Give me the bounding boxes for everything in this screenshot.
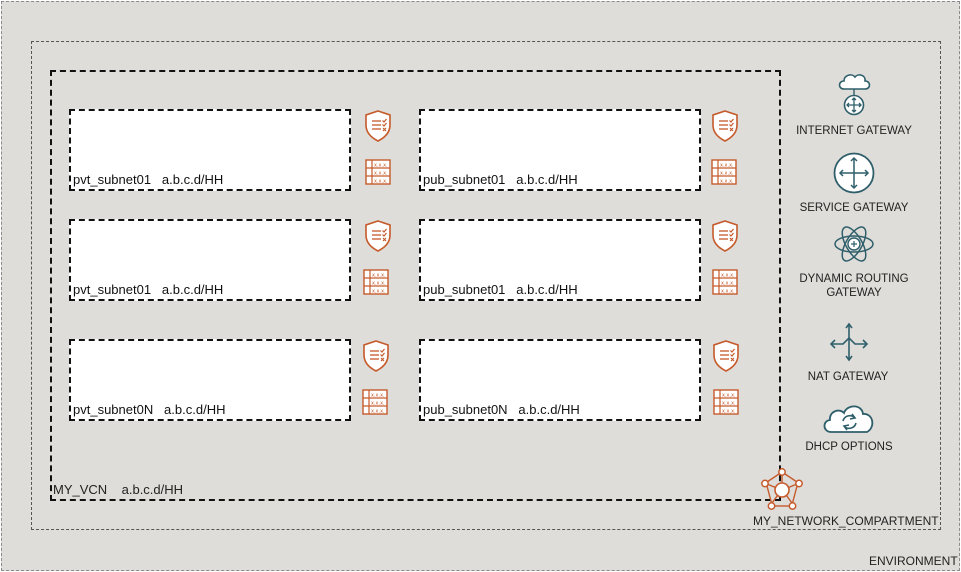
svg-text:x.x.x.: x.x.x.	[720, 163, 734, 169]
svg-text:x.x.x.: x.x.x.	[372, 281, 386, 287]
vcn-label: MY_VCN a.b.c.d/HH	[53, 482, 184, 497]
subnet-label: pvt_subnet01 a.b.c.d/HH	[73, 282, 224, 297]
subnet-box[interactable]: pub_subnet01 a.b.c.d/HH	[419, 109, 701, 191]
svg-text:x.x.x.: x.x.x.	[721, 281, 735, 287]
svg-text:x.x.x.: x.x.x.	[374, 179, 388, 185]
svg-text:x.x.x.: x.x.x.	[374, 171, 388, 177]
security-list-icon	[365, 220, 391, 252]
svg-text:x.x.x.: x.x.x.	[722, 409, 736, 415]
drg-label: DYNAMIC ROUTING GATEWAY	[799, 273, 909, 299]
route-table-icon: x.x.x. x.x.x. x.x.x.	[713, 389, 739, 415]
svg-text:x.x.x.: x.x.x.	[722, 401, 736, 407]
subnet-box[interactable]: pvt_subnet01 a.b.c.d/HH	[69, 109, 351, 191]
svg-text:x.x.x.: x.x.x.	[721, 289, 735, 295]
svg-text:x.x.x.: x.x.x.	[721, 273, 735, 279]
subnet-label: pvt_subnet01 a.b.c.d/HH	[73, 172, 224, 187]
internet-gateway-icon[interactable]	[835, 70, 873, 116]
subnet-label: pub_subnet01 a.b.c.d/HH	[423, 282, 578, 297]
dhcp-options-label: DHCP OPTIONS	[805, 441, 893, 453]
security-list-icon	[363, 340, 389, 372]
vcn-icon	[761, 468, 803, 510]
compartment-label: MY_NETWORK_COMPARTMENT	[753, 514, 939, 528]
subnet-box[interactable]: pub_subnet0N a.b.c.d/HH	[419, 339, 701, 421]
svg-text:x.x.x.: x.x.x.	[720, 171, 734, 177]
route-table-icon: x.x.x. x.x.x. x.x.x.	[711, 159, 737, 185]
svg-text:x.x.x.: x.x.x.	[372, 289, 386, 295]
service-gateway-label: SERVICE GATEWAY	[799, 202, 909, 214]
subnet-box[interactable]: pvt_subnet0N a.b.c.d/HH	[69, 339, 351, 421]
svg-text:x.x.x.: x.x.x.	[374, 163, 388, 169]
drg-icon[interactable]	[833, 223, 875, 265]
svg-text:x.x.x.: x.x.x.	[371, 401, 385, 407]
nat-gateway-icon[interactable]	[829, 322, 869, 362]
nat-gateway-label: NAT GATEWAY	[807, 371, 889, 383]
compartment-container	[31, 41, 941, 530]
route-table-icon: x.x.x. x.x.x. x.x.x.	[365, 159, 391, 185]
subnet-box[interactable]: pvt_subnet01 a.b.c.d/HH	[69, 219, 351, 301]
dhcp-options-icon[interactable]	[821, 401, 877, 435]
security-list-icon	[712, 220, 738, 252]
subnet-label: pvt_subnet0N a.b.c.d/HH	[73, 402, 226, 417]
route-table-icon: x.x.x. x.x.x. x.x.x.	[712, 269, 738, 295]
svg-text:x.x.x.: x.x.x.	[720, 179, 734, 185]
environment-label: ENVIRONMENT	[869, 554, 958, 568]
route-table-icon: x.x.x. x.x.x. x.x.x.	[362, 389, 388, 415]
subnet-label: pub_subnet01 a.b.c.d/HH	[423, 172, 578, 187]
subnet-box[interactable]: pub_subnet01 a.b.c.d/HH	[419, 219, 701, 301]
security-list-icon	[712, 110, 738, 142]
security-list-icon	[713, 340, 739, 372]
svg-text:x.x.x.: x.x.x.	[372, 273, 386, 279]
svg-text:x.x.x.: x.x.x.	[722, 393, 736, 399]
svg-text:x.x.x.: x.x.x.	[371, 393, 385, 399]
subnet-label: pub_subnet0N a.b.c.d/HH	[423, 402, 580, 417]
internet-gateway-label: INTERNET GATEWAY	[796, 125, 912, 137]
svg-text:x.x.x.: x.x.x.	[371, 409, 385, 415]
service-gateway-icon[interactable]	[833, 152, 875, 194]
security-list-icon	[365, 110, 391, 142]
route-table-icon: x.x.x. x.x.x. x.x.x.	[363, 269, 389, 295]
vcn-container	[50, 70, 781, 501]
